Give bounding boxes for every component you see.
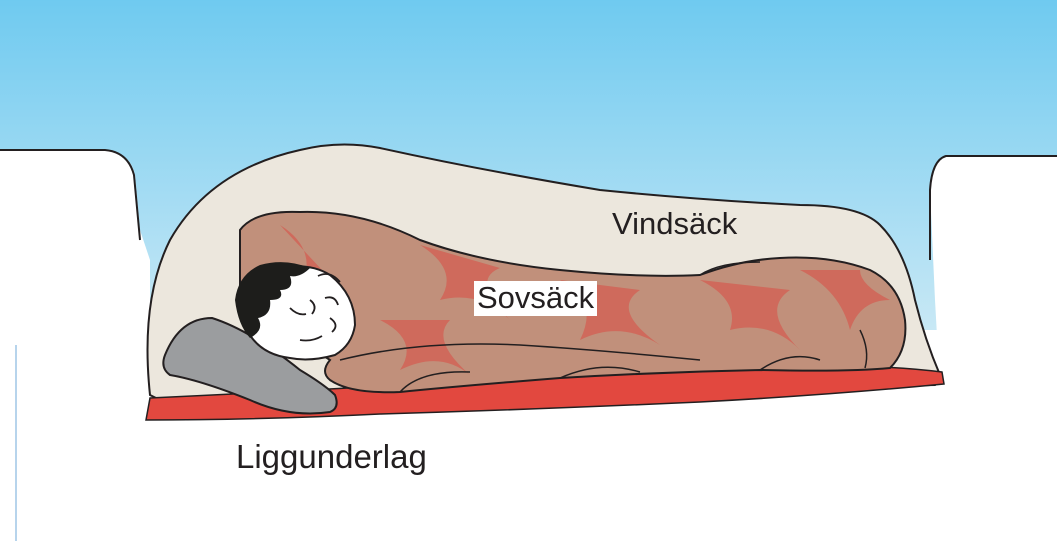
wind-bag-label: Vindsäck <box>612 208 737 239</box>
sleeping-pad-label: Liggunderlag <box>236 440 427 473</box>
sleeping-bag-label: Sovsäck <box>474 281 597 316</box>
